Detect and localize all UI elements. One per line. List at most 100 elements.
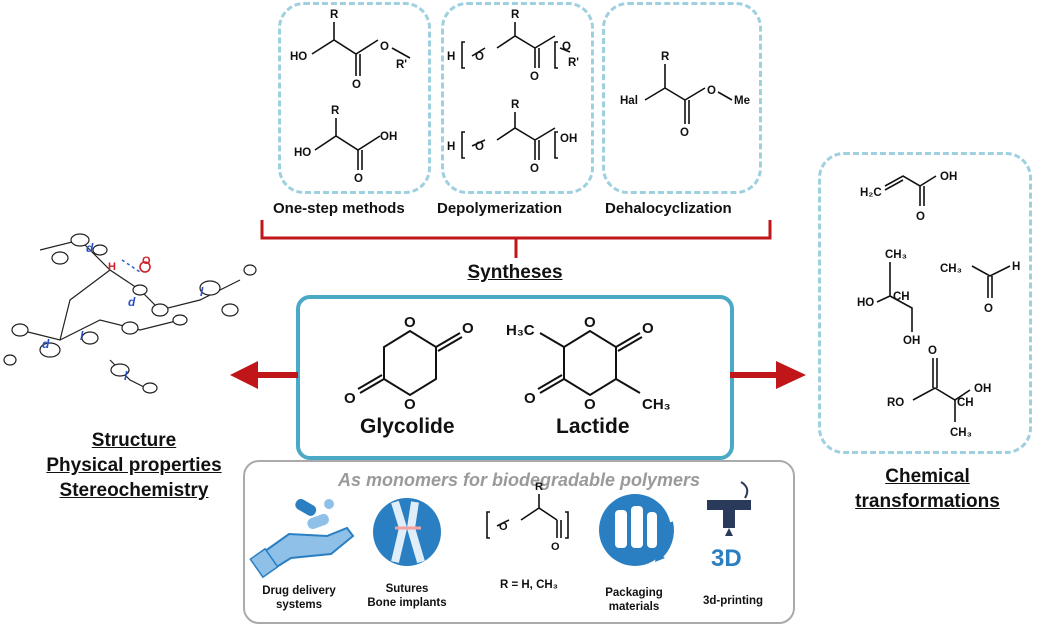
drug-delivery-label: Drug delivery systems [262,585,336,611]
dehalocyclization-box [602,2,762,194]
svg-text:O: O [928,345,937,357]
applications-icons: O R O 3D [249,481,751,579]
svg-text:H: H [447,51,455,63]
svg-text:R': R' [396,59,407,71]
svg-text:HO: HO [294,147,311,159]
right-line-transformations: transformations [855,491,1000,512]
svg-text:O: O [462,320,474,337]
svg-text:O: O [584,314,596,331]
left-panel-title: Structure Physical properties Stereochem… [0,428,268,503]
svg-text:d: d [86,241,94,255]
svg-text:CH₃: CH₃ [950,427,972,439]
svg-text:OH: OH [903,335,920,347]
svg-text:l: l [200,285,204,299]
svg-text:O: O [475,141,484,153]
svg-text:R: R [511,99,520,111]
method-label-dehalocyclization: Dehalocyclization [605,200,732,217]
svg-text:3D: 3D [711,545,742,572]
svg-text:R: R [331,105,340,117]
svg-text:O: O [584,396,596,413]
crystal-structure-image: d d d l l l H O [3,233,257,394]
pill-hand-icon [249,499,355,579]
right-line-chemical: Chemical [885,466,970,487]
svg-text:CH: CH [957,397,974,409]
svg-text:CH₃: CH₃ [642,396,671,413]
svg-text:O: O [404,396,416,413]
svg-text:OH: OH [380,131,397,143]
monomer-structures: O O O O O O O O H₃C CH₃ [344,314,671,413]
svg-text:O: O [551,541,560,553]
svg-text:O: O [562,41,571,53]
syntheses-title: Syntheses [467,262,563,283]
svg-text:O: O [475,51,484,63]
r-substituent-note: R = H, CH₃ [499,579,559,591]
svg-text:O: O [707,85,716,97]
applications-box: As monomers for biodegradable polymers [243,460,795,624]
svg-text:R: R [511,9,520,21]
3d-printing-label: 3d-printing [702,595,764,607]
right-panel-title: Chemical transformations [830,464,1025,514]
svg-text:OH: OH [940,171,957,183]
right-arrow [730,361,806,389]
svg-text:O: O [499,521,508,533]
svg-text:CH₃: CH₃ [885,249,907,261]
svg-text:R: R [535,481,543,493]
svg-text:OH: OH [974,383,991,395]
svg-text:CH₃: CH₃ [940,263,962,275]
glycolide-label: Glycolide [360,415,455,438]
svg-text:O: O [642,320,654,337]
applications-title: As monomers for biodegradable polymers [337,470,701,490]
svg-text:O: O [530,163,539,175]
method-label-one-step: One-step methods [273,200,405,217]
svg-text:HO: HO [857,297,874,309]
svg-text:O: O [354,173,363,185]
depolymerization-box [441,2,594,194]
svg-text:R': R' [568,57,579,69]
svg-text:H₂C: H₂C [860,187,882,199]
svg-text:R: R [661,51,670,63]
svg-text:Hal: Hal [620,95,638,107]
method-label-depolymerization: Depolymerization [437,200,563,217]
svg-text:O: O [344,390,356,407]
svg-text:l: l [80,329,84,343]
left-line-structure: Structure [91,430,177,451]
svg-text:O: O [984,303,993,315]
svg-text:O: O [142,255,151,267]
svg-text:O: O [916,211,925,223]
svg-text:d: d [42,337,50,351]
svg-text:H: H [1012,261,1020,273]
3d-printer-icon: 3D [707,481,751,572]
svg-text:O: O [530,71,539,83]
left-arrow [230,361,298,389]
svg-text:HO: HO [290,51,307,63]
svg-text:O: O [380,41,389,53]
left-line-physical: Physical properties [46,455,222,476]
chemical-transformations-box [818,152,1032,454]
knee-implant-icon [373,498,441,566]
syntheses-bracket [260,220,772,258]
recycle-bottles-icon [599,494,674,566]
monomer-box: O O O O O O O O H₃C CH₃ Glycolide Lactid… [296,295,734,460]
svg-text:H: H [447,141,455,153]
svg-text:O: O [404,314,416,331]
left-line-stereo: Stereochemistry [59,480,209,501]
packaging-label: Packaging materials [605,587,663,613]
svg-text:O: O [680,127,689,139]
svg-text:H: H [108,261,116,273]
svg-text:CH: CH [893,291,910,303]
lactide-label: Lactide [556,415,630,438]
svg-text:R: R [330,9,339,21]
polymer-unit-icon [486,494,569,539]
svg-text:H₃C: H₃C [506,322,535,339]
svg-text:O: O [524,390,536,407]
svg-text:O: O [352,79,361,91]
sutures-label: Sutures Bone implants [367,583,447,609]
svg-text:d: d [128,295,136,309]
one-step-methods-box [278,2,431,194]
svg-text:RO: RO [887,397,904,409]
svg-text:OH: OH [560,133,577,145]
svg-text:Me: Me [734,95,750,107]
svg-text:l: l [124,369,128,383]
